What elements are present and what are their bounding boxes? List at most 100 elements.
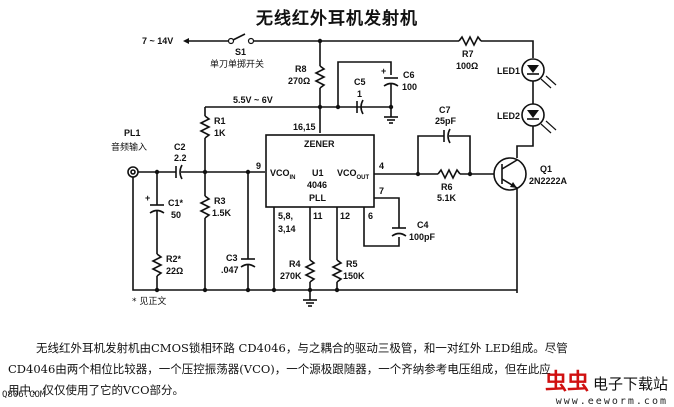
ic-body (265, 134, 375, 208)
watermark-site: Q806.COM (2, 390, 46, 400)
emission-arrow-icon (540, 123, 552, 134)
c3-value-label: .047 (221, 265, 239, 275)
transistor-q1: Q1 2N2222A (493, 157, 568, 191)
logo-url: www.eeworm.com (555, 396, 668, 407)
wire-pin6-c4 (363, 207, 400, 247)
capacitor-c6: + C6 100 (381, 66, 417, 92)
switch-contact (227, 37, 235, 45)
watermark-logo: 虫虫电子下载站 www.eeworm.com (545, 364, 668, 407)
capacitor-plate-curved (391, 232, 407, 237)
diode-triangle-icon (527, 65, 539, 73)
resistor-r5: R5 150K (331, 259, 365, 283)
c1-ref-label: C1* (168, 198, 184, 208)
footnote-label: * 见正文 (132, 295, 166, 307)
resistor-symbol (151, 253, 163, 277)
wire-c7-left (417, 135, 444, 174)
pin-label-4: 4 (379, 161, 384, 171)
switch-blade (232, 33, 246, 41)
r2-ref-label: R2* (166, 254, 182, 264)
led2-ref-label: LED2 (497, 111, 520, 121)
emission-arrow-icon (540, 78, 552, 89)
resistor-r6: R6 5.1K (437, 168, 461, 203)
capacitor-plate-curved (360, 99, 364, 115)
pin-label-supply: 16,15 (293, 122, 316, 132)
r2-value-label: 22Ω (166, 266, 183, 276)
diagram-title: 无线红外耳机发射机 (256, 9, 418, 29)
rail-voltage-label: 5.5V ~ 6V (233, 95, 273, 105)
r8-value-label: 270Ω (288, 76, 310, 86)
c2-value-label: 2.2 (174, 153, 187, 163)
transistor-collector (501, 159, 518, 170)
capacitor-plate-curved (447, 128, 451, 144)
junction-dot (307, 287, 313, 293)
c2-ref-label: C2 (174, 142, 186, 152)
supply-voltage-label: 7 ~ 14V (142, 36, 173, 46)
r4-ref-label: R4 (289, 259, 301, 269)
capacitor-c3: C3 .047 (221, 253, 256, 275)
switch-s1: S1 单刀单掷开关 (210, 33, 264, 70)
capacitor-c1: + C1* 50 (145, 193, 184, 220)
pin-label-9: 9 (256, 161, 261, 171)
r1-value-label: 1K (214, 128, 226, 138)
emission-arrow-icon (545, 120, 557, 131)
resistor-symbol (304, 259, 316, 283)
q1-value-label: 2N2222A (529, 176, 568, 186)
pin-label-gnd: 5,8, (278, 211, 293, 221)
led2: LED2 (497, 103, 557, 134)
switch-ref-label: S1 (235, 47, 246, 57)
emitter-arrow-icon (510, 182, 517, 188)
pl1-desc-label: 音频输入 (111, 141, 147, 153)
r3-ref-label: R3 (214, 196, 226, 206)
junction-dot (154, 287, 160, 293)
ic-vcoin-label: VCOIN (270, 168, 296, 181)
r7-ref-label: R7 (462, 49, 474, 59)
resistor-r4: R4 270K (280, 259, 316, 283)
c5-value-label: 1 (357, 89, 362, 99)
c1-value-label: 50 (171, 210, 181, 220)
pin-label-11: 11 (313, 211, 323, 221)
capacitor-plate-curved (149, 209, 165, 214)
capacitor-plate-curved (179, 164, 183, 180)
jack-outer (127, 166, 139, 178)
description-line-3: 用中，仅仅使用了它的VCO部分。 (8, 383, 185, 397)
r5-ref-label: R5 (346, 259, 358, 269)
junction-dot (271, 287, 277, 293)
pin-label-12: 12 (340, 211, 350, 221)
r4-value-label: 270K (280, 271, 302, 281)
r6-value-label: 5.1K (437, 193, 457, 203)
pin-label-gnd2: 3,14 (278, 224, 296, 234)
resistor-r2: R2* 22Ω (151, 253, 183, 277)
c3-ref-label: C3 (226, 253, 238, 263)
junction-dot (202, 169, 208, 175)
ground-symbol-icon (303, 299, 317, 307)
c6-ref-label: C6 (403, 70, 415, 80)
junction-dot (202, 287, 208, 293)
c6-plus-sign: + (381, 66, 386, 76)
logo-bug-icon: 虫虫 (544, 370, 589, 395)
ground-symbol-icon (384, 116, 398, 124)
resistor-symbol (331, 259, 343, 283)
ic-u1-4046: ZENER VCOIN VCOOUT U1 4046 PLL 16,15 9 4… (256, 122, 384, 234)
wire-led2-collector (516, 126, 534, 158)
wire-c7-right (449, 135, 471, 174)
q1-ref-label: Q1 (540, 164, 552, 174)
diode-triangle-icon (527, 110, 539, 118)
pl1-ref-label: PL1 (124, 128, 141, 138)
ic-type-label: PLL (309, 193, 327, 203)
resistor-symbol (199, 115, 211, 139)
resistor-r3: R3 1.5K (199, 195, 232, 219)
ic-zener-label: ZENER (304, 139, 335, 149)
transistor-body (493, 157, 527, 191)
led1: LED1 (497, 58, 557, 89)
resistor-r8: R8 270Ω (288, 64, 326, 89)
switch-contact (247, 37, 255, 45)
c4-ref-label: C4 (417, 220, 429, 230)
wire-r7-led1 (481, 40, 534, 58)
r5-value-label: 150K (343, 271, 365, 281)
c5-ref-label: C5 (354, 77, 366, 87)
r3-value-label: 1.5K (212, 208, 232, 218)
ic-ref-label: U1 (312, 168, 324, 178)
resistor-symbol (437, 168, 461, 180)
capacitor-plate-curved (240, 263, 256, 268)
